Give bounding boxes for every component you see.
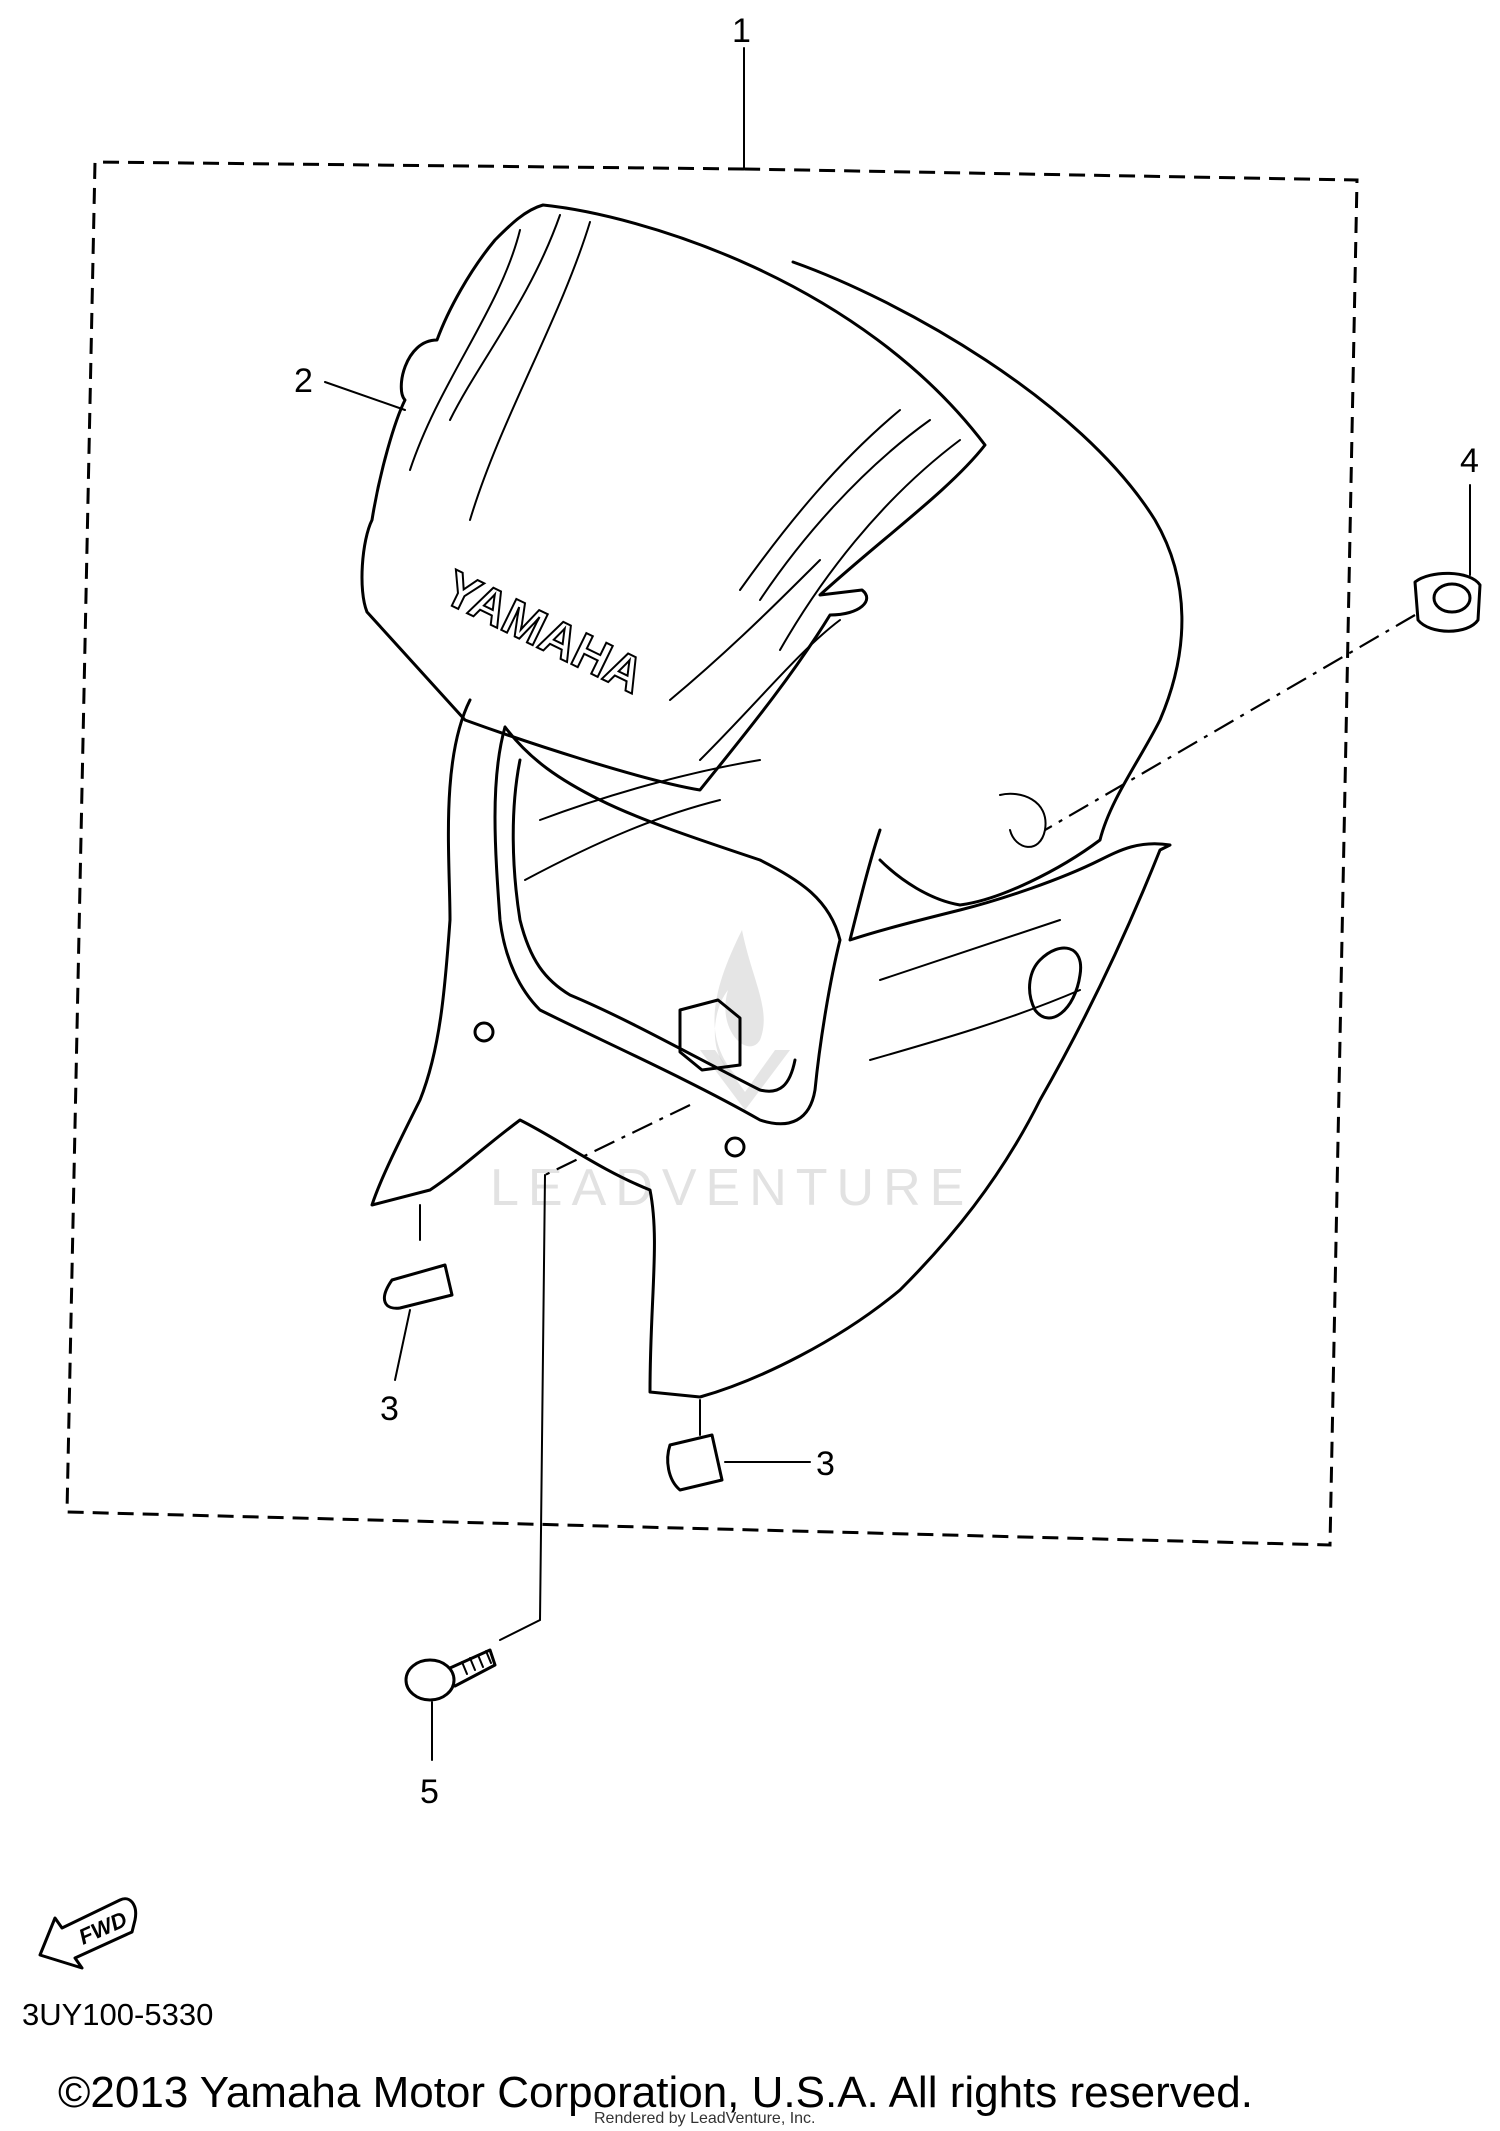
grommet — [1413, 571, 1482, 633]
windscreen-shading-2 — [739, 409, 961, 651]
clip-nut-left: 3 — [380, 1204, 454, 1428]
clip-nut-right: 3 — [666, 1399, 835, 1492]
fwd-arrow-outline — [38, 1897, 138, 1970]
screw-part-5: 5 — [404, 1104, 691, 1811]
part-code: 3UY100-5330 — [22, 1997, 214, 2032]
callout-label-3b: 3 — [816, 1445, 835, 1483]
callout-2: 2 — [294, 362, 406, 411]
clip-nut — [382, 1263, 454, 1310]
copyright-notice: ©2013 Yamaha Motor Corporation, U.S.A. A… — [58, 2068, 1253, 2117]
leader-line-5 — [499, 1174, 546, 1641]
watermark-chevron — [700, 1050, 790, 1110]
windscreen-logo: YAMAHA — [435, 560, 653, 705]
grommet-face — [1432, 582, 1472, 614]
windscreen-shading-1 — [409, 214, 591, 521]
mount-hole-lower — [724, 1136, 746, 1158]
headlight-inner-rim — [511, 758, 797, 1093]
fwd-arrow-icon: FWD — [38, 1897, 138, 1970]
watermark-text: LEADVENTURE — [490, 1159, 973, 1217]
headlight-opening — [493, 725, 842, 1126]
duct-vent — [1028, 946, 1083, 1020]
cowling-panel-line-2 — [869, 919, 1081, 1061]
screw-head — [404, 1658, 456, 1702]
screw-thread — [461, 1650, 492, 1675]
cowling-panel-line-1 — [524, 759, 761, 881]
grommet-part-4: 4 — [1044, 442, 1482, 831]
clip-nut — [666, 1433, 724, 1492]
windscreen-outline — [360, 203, 987, 792]
grommet-seat — [999, 792, 1047, 848]
grommet-axis-line — [1044, 614, 1416, 831]
leader-line-3a-tail — [394, 1309, 411, 1381]
windscreen-shading-3 — [669, 559, 841, 761]
cowling-top-outline — [791, 260, 1184, 907]
fwd-arrow-label: FWD — [75, 1906, 131, 1949]
mount-tab — [678, 998, 742, 1072]
callout-label-1: 1 — [732, 12, 751, 50]
callout-label-5: 5 — [420, 1773, 439, 1811]
leader-line-2 — [324, 381, 406, 411]
screw-axis-line — [544, 1104, 691, 1176]
mount-hole-left — [473, 1021, 495, 1043]
callout-label-2: 2 — [294, 362, 313, 400]
callout-label-3a: 3 — [380, 1390, 399, 1428]
callout-label-4: 4 — [1460, 442, 1479, 480]
windscreen: YAMAHA — [360, 203, 987, 792]
leadventure-flame-icon — [714, 930, 764, 1080]
cowling-outer-shell — [370, 698, 1172, 1399]
render-credit: Rendered by LeadVenture, Inc. — [594, 2110, 816, 2127]
watermark: LEADVENTURE — [490, 930, 973, 1217]
headlight-cowling — [370, 260, 1184, 1399]
callout-1: 1 — [732, 12, 751, 170]
assembly-boundary — [65, 160, 1359, 1547]
